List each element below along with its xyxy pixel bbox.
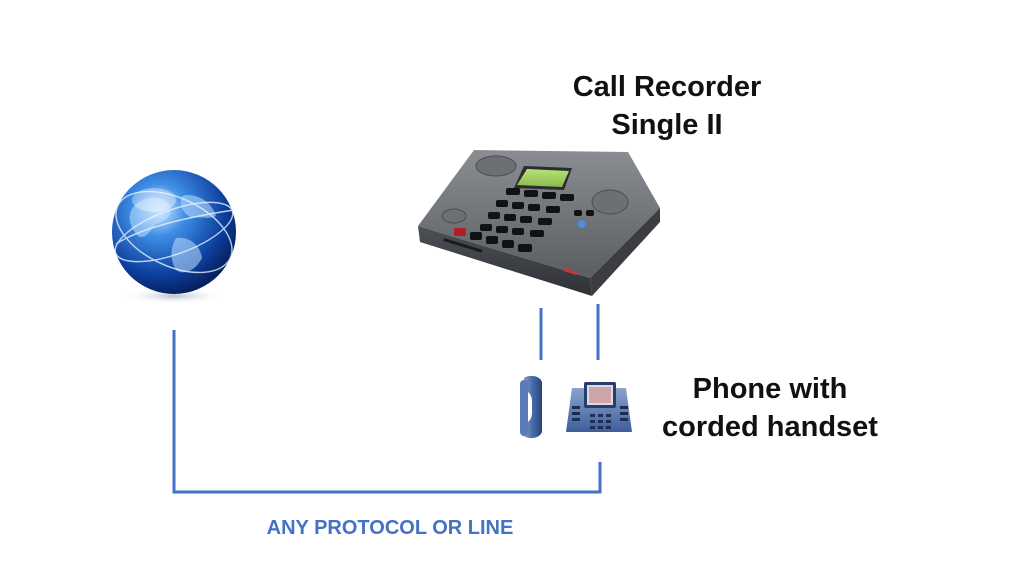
recorder-title-line2: Single II [611, 109, 723, 141]
recorder-title-line1: Call Recorder [572, 71, 762, 103]
recorder-title: Call Recorder Single II [560, 68, 774, 144]
handset-icon [520, 375, 542, 439]
protocol-label: ANY PROTOCOL OR LINE [266, 517, 514, 539]
call-recorder-device-icon [418, 150, 660, 296]
globe-icon [112, 170, 236, 304]
phone-label-line1: Phone with [692, 373, 848, 405]
phone-label: Phone with corded handset [652, 370, 888, 446]
network-to-phone-line [172, 330, 602, 494]
desk-phone-icon [566, 382, 632, 432]
phone-label-line2: corded handset [662, 411, 878, 443]
